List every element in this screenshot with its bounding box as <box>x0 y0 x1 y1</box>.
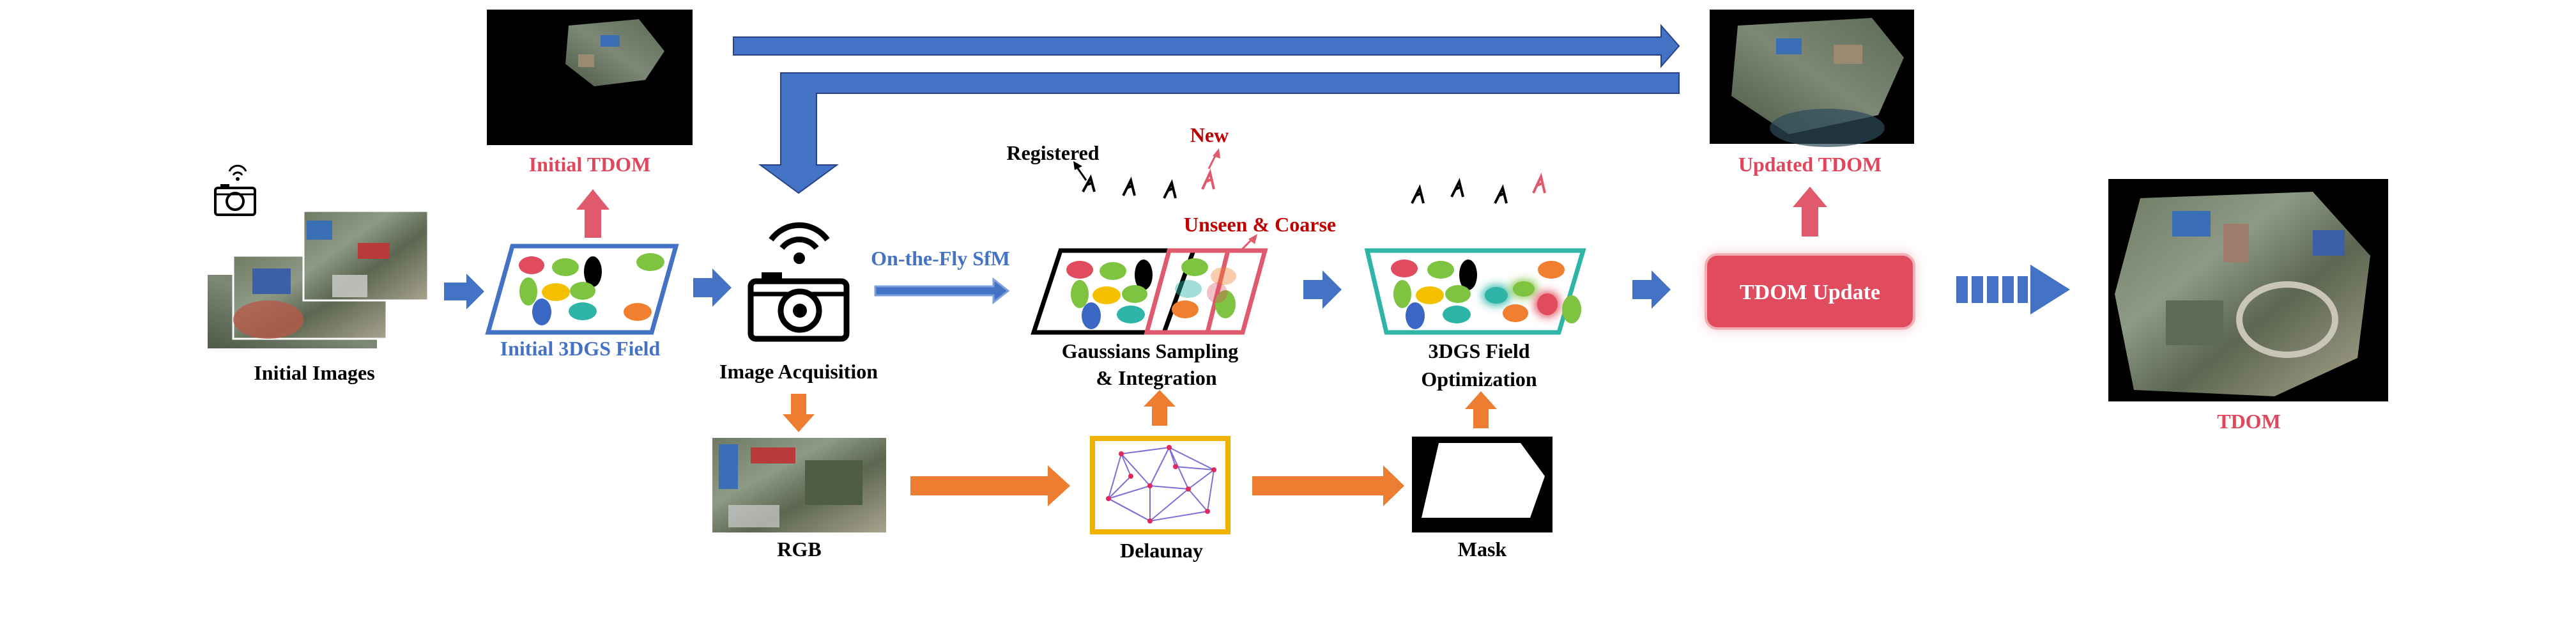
updated-tdom: Updated TDOM <box>1710 10 1914 176</box>
initial-3dgs-field: Initial 3DGS Field <box>485 244 679 360</box>
updated-tdom-label: Updated TDOM <box>1738 153 1882 176</box>
rgb-label: RGB <box>777 538 821 561</box>
field-optimization-label-line2: Optimization <box>1421 368 1537 391</box>
initial-tdom-label: Initial TDOM <box>529 153 651 176</box>
image-acquisition: Image Acquisition <box>719 222 878 383</box>
camera-poses <box>1082 168 1215 199</box>
arrow-sfm <box>874 277 1010 305</box>
on-the-fly-sfm-label: On-the-Fly SfM <box>871 247 1010 270</box>
final-tdom: TDOM <box>2108 179 2388 433</box>
initial-images: Initial Images <box>208 164 429 384</box>
field-optimization-label-line1: 3DGS Field <box>1428 339 1529 362</box>
arrow-rgb-to-delaunay <box>910 465 1070 506</box>
arrow-delaunay-to-mask <box>1252 465 1404 506</box>
delaunay-label: Delaunay <box>1120 539 1203 562</box>
mask-label: Mask <box>1458 538 1507 561</box>
return-arrow-to-acquisition <box>758 72 1680 194</box>
arrow-field-to-initial-tdom <box>576 189 610 238</box>
camera-poses-optimized <box>1411 172 1546 204</box>
field-optimization: 3DGS Field Optimization <box>1364 172 1586 391</box>
rgb-image: RGB <box>712 438 886 561</box>
arrow-acquisition-to-rgb <box>783 394 815 432</box>
image-acquisition-label: Image Acquisition <box>719 360 878 383</box>
arrow-sampling-to-optimization <box>1303 270 1342 309</box>
unseen-coarse-label: Unseen & Coarse <box>1184 213 1336 236</box>
new-label: New <box>1190 123 1229 146</box>
registered-label: Registered <box>1006 141 1099 164</box>
delaunay-triangulation: Delaunay <box>1090 436 1230 562</box>
initial-images-label: Initial Images <box>254 361 374 384</box>
arrow-mask-to-optimization <box>1465 391 1497 428</box>
arrow-delaunay-to-sampling <box>1144 390 1176 426</box>
top-arrow-to-updated-tdom <box>733 24 1680 68</box>
initial-tdom: Initial TDOM <box>487 10 693 176</box>
initial-3dgs-field-label: Initial 3DGS Field <box>500 337 661 360</box>
arrow-field-to-acquisition <box>693 268 732 307</box>
camera-with-wifi-icon <box>747 222 850 342</box>
gaussians-sampling-label-line2: & Integration <box>1096 366 1217 389</box>
arrow-update-to-final-tdom <box>1956 265 2070 314</box>
tdom-update-button-label: TDOM Update <box>1740 281 1880 304</box>
small-camera-with-wifi-icon <box>214 164 256 216</box>
arrow-optimization-to-update <box>1632 270 1671 309</box>
gaussians-sampling-label-line1: Gaussians Sampling <box>1062 339 1239 362</box>
gaussians-sampling: Registered New Unseen & Coarse Gaussians… <box>1006 123 1336 389</box>
tdom-label: TDOM <box>2217 410 2281 433</box>
arrow-update-to-updated-tdom <box>1793 187 1827 237</box>
arrow-images-to-field <box>444 274 484 309</box>
tdom-update-button[interactable]: TDOM Update <box>1705 253 1915 330</box>
mask: Mask <box>1412 437 1552 561</box>
